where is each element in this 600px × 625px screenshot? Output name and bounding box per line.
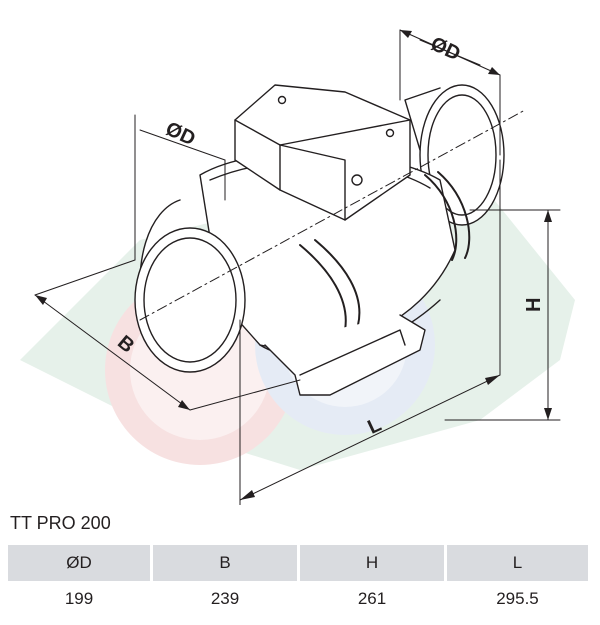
table-header-cell: L	[447, 545, 588, 581]
dimension-table: ØD B H L 199 239 261 295.5	[8, 545, 588, 617]
fan-housing	[199, 152, 471, 358]
table-row: 199 239 261 295.5	[8, 581, 588, 617]
table-cell: 199	[64, 589, 94, 608]
dimension-lines	[34, 29, 561, 505]
table-cell: 295.5	[496, 589, 539, 608]
dimension-arrows	[35, 30, 552, 500]
table-cell: 239	[210, 589, 240, 608]
model-title: TT PRO 200	[10, 513, 111, 533]
terminal-box	[234, 84, 411, 221]
table-header-cell: ØD	[8, 545, 150, 581]
table-cell: 261	[357, 589, 387, 608]
mounting-base	[264, 314, 426, 396]
table-header-row: ØD B H L	[8, 545, 588, 581]
dim-label-diameter-top: ØD	[427, 33, 463, 66]
fan-technical-drawing: ØD ØD B H L	[20, 29, 575, 505]
table-header-cell: H	[300, 545, 444, 581]
dim-label-diameter-left: ØD	[162, 118, 198, 151]
dim-label-h: H	[523, 298, 545, 312]
center-axis	[139, 109, 526, 321]
table-header-cell: B	[153, 545, 297, 581]
inlet-front	[134, 199, 246, 373]
